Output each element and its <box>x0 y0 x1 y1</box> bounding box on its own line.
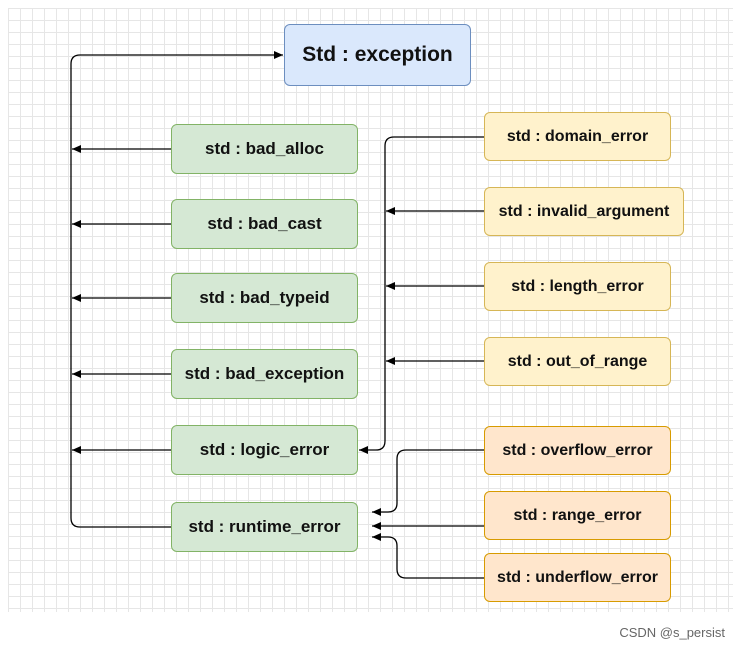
node-bad-exception: std : bad_exception <box>171 349 358 399</box>
node-bad-typeid: std : bad_typeid <box>171 273 358 323</box>
node-range-error: std : range_error <box>484 491 671 540</box>
node-logic-error: std : logic_error <box>171 425 358 475</box>
edge-overflow-error <box>372 449 485 516</box>
edge-runtime-to-exception <box>70 51 283 528</box>
watermark: CSDN @s_persist <box>619 625 725 640</box>
node-overflow-error: std : overflow_error <box>484 426 671 475</box>
node-bad-alloc: std : bad_alloc <box>171 124 358 174</box>
node-bad-cast: std : bad_cast <box>171 199 358 249</box>
node-out-of-range: std : out_of_range <box>484 337 671 386</box>
node-invalid-argument: std : invalid_argument <box>484 187 684 236</box>
edge-underflow-error <box>372 533 485 579</box>
node-domain-error: std : domain_error <box>484 112 671 161</box>
node-exception: Std : exception <box>284 24 471 86</box>
node-runtime-error: std : runtime_error <box>171 502 358 552</box>
edge-domain-error <box>359 136 485 454</box>
node-length-error: std : length_error <box>484 262 671 311</box>
node-underflow-error: std : underflow_error <box>484 553 671 602</box>
